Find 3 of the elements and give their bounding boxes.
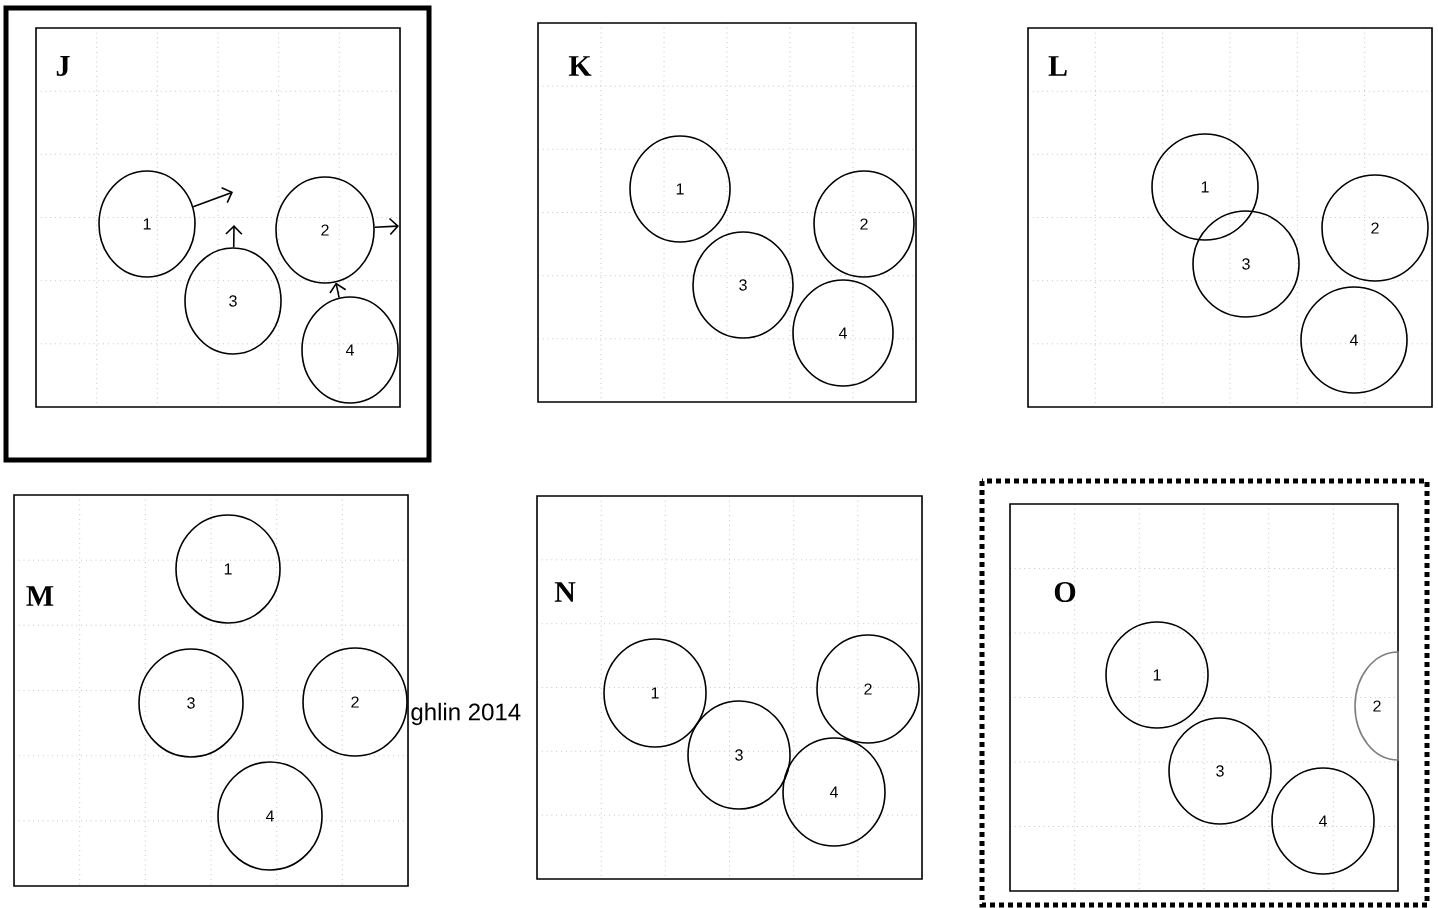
arrow xyxy=(192,186,233,208)
arrow xyxy=(373,217,399,236)
arrow xyxy=(225,225,243,248)
